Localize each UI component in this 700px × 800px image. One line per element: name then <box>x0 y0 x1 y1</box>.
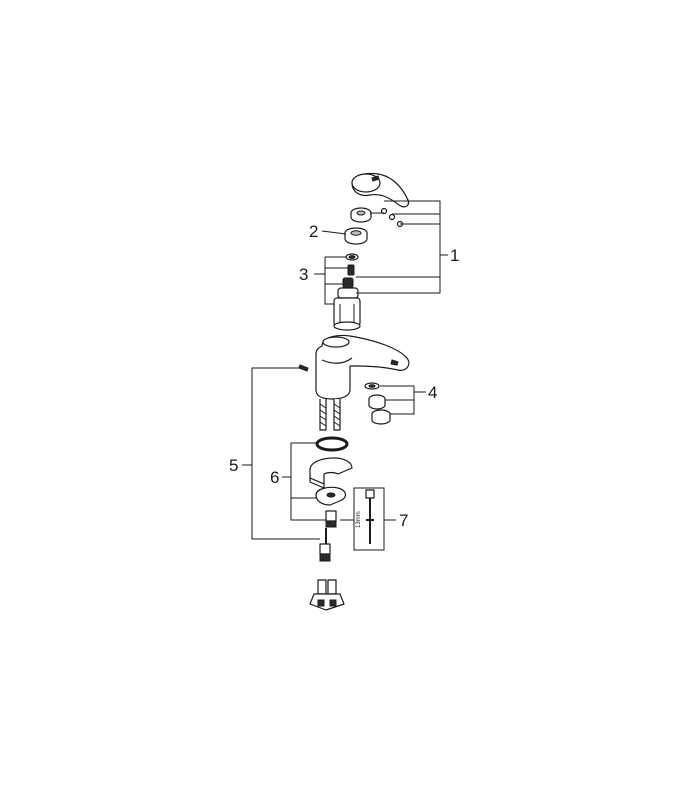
callout-3: 3 <box>299 265 308 284</box>
angle-valves <box>309 579 345 611</box>
callout-2: 2 <box>309 222 318 241</box>
callout-4: 4 <box>428 383 437 402</box>
cartridge <box>333 277 361 331</box>
aerator-insert <box>368 394 386 410</box>
o-ring <box>315 436 349 452</box>
callout-labels: 1 2 3 4 5 6 7 <box>229 222 459 530</box>
lever-handle <box>351 172 410 208</box>
horseshoe-washer <box>309 457 353 489</box>
handle-screw-parts <box>380 207 404 228</box>
callout-5: 5 <box>229 456 238 475</box>
threaded-rod <box>319 528 331 562</box>
retaining-ring <box>345 253 359 261</box>
tool-size-label: 13mm <box>356 511 362 528</box>
callout-7: 7 <box>399 511 408 530</box>
fixing-nut <box>325 510 337 528</box>
callout-1: 1 <box>450 246 459 265</box>
leader-lines <box>242 200 448 540</box>
handle-adapter <box>350 207 372 223</box>
aerator-washer <box>364 382 380 390</box>
callout-6: 6 <box>270 468 279 487</box>
cover-cap <box>344 227 368 245</box>
fixing-washer <box>315 486 347 506</box>
tool-box: 13mm <box>353 487 385 551</box>
aerator-housing <box>371 409 391 425</box>
faucet-body <box>298 334 410 400</box>
flexible-hoses <box>319 399 341 431</box>
small-screw <box>347 264 355 276</box>
